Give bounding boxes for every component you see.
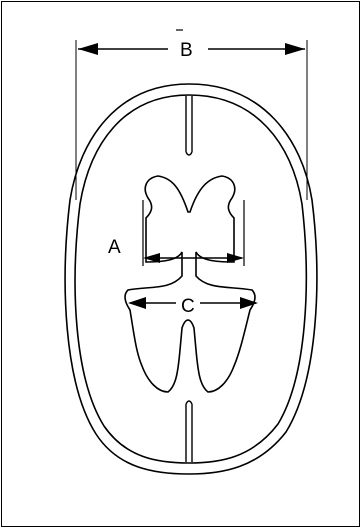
arrowhead-b-right (285, 43, 305, 55)
label-a: A (108, 237, 121, 258)
label-b: B (180, 40, 193, 61)
arrowhead-b-left (78, 43, 98, 55)
ventricles-outline (125, 176, 255, 392)
arrowhead-c-left (128, 297, 146, 309)
arrowhead-a-right (227, 253, 244, 263)
skull-inner-contour (75, 95, 306, 463)
posterior-midline-fissure (186, 401, 192, 462)
anterior-midline-fissure (186, 96, 192, 155)
label-c: C (181, 296, 195, 317)
